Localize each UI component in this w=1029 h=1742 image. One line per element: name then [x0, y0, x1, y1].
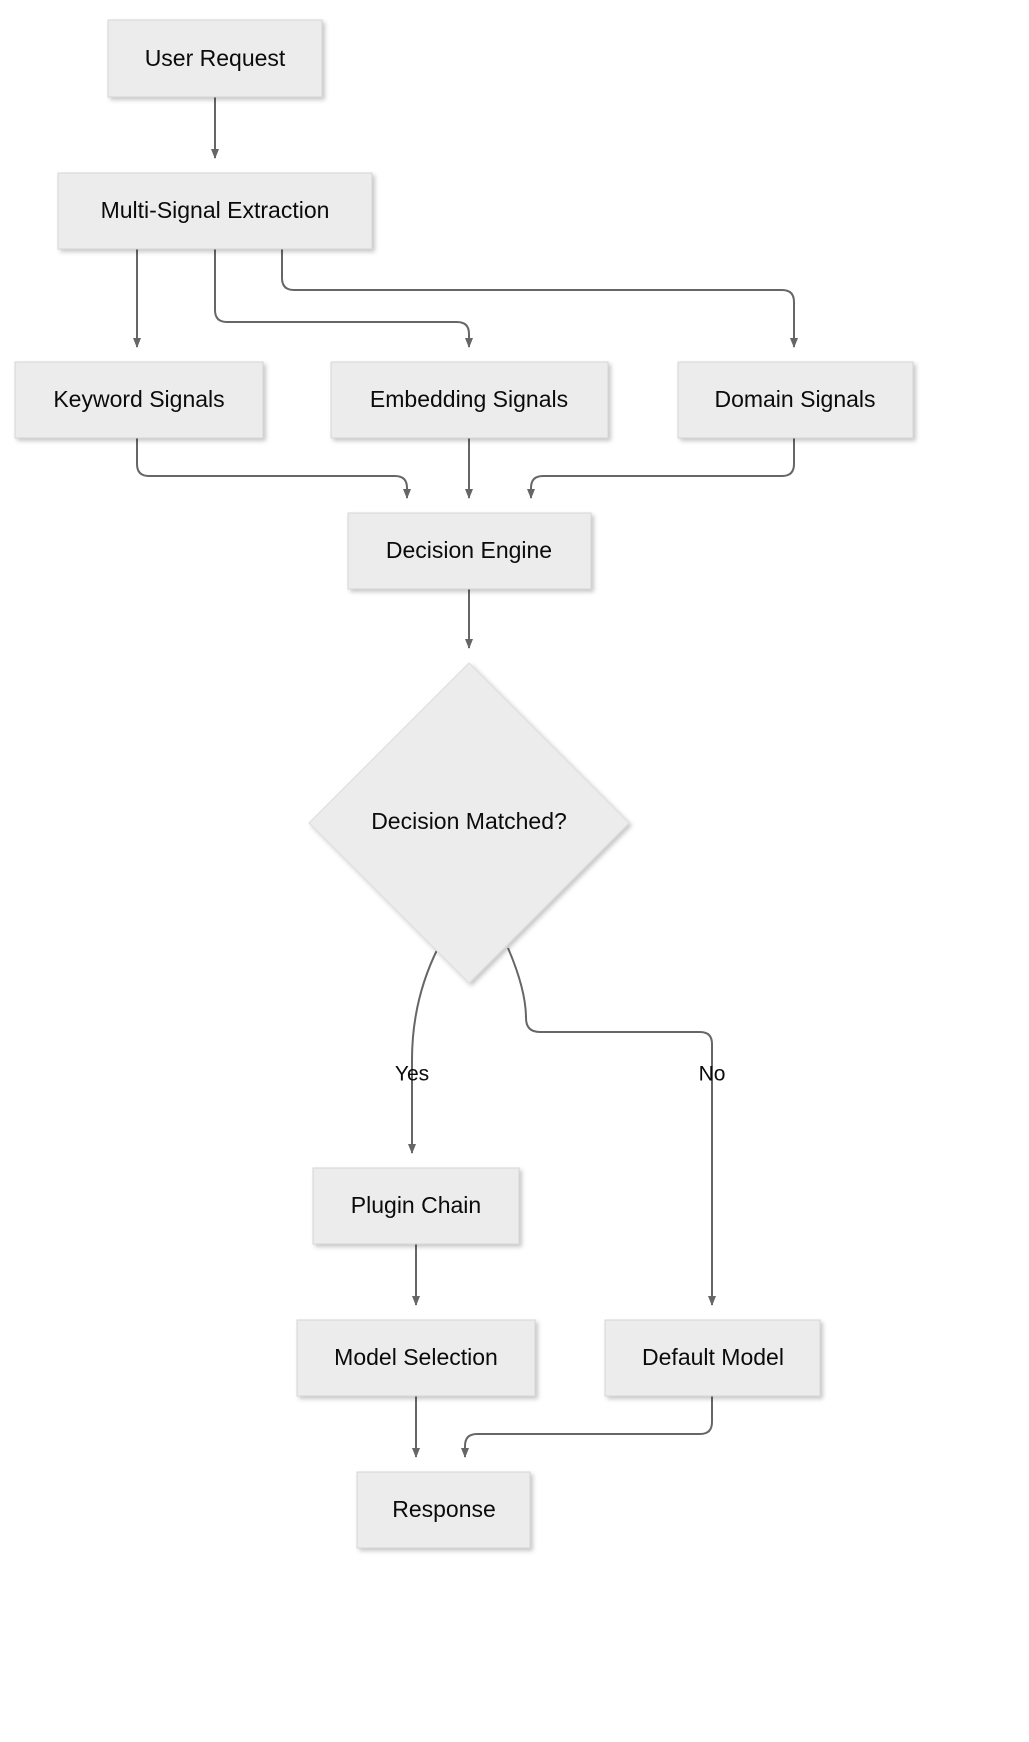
node-default-model[interactable]: Default Model: [604, 1319, 821, 1397]
node-decision-engine[interactable]: Decision Engine: [347, 512, 592, 590]
edge-labels-layer: Yes No: [395, 1063, 726, 1086]
node-decision-matched-shape[interactable]: [308, 662, 630, 984]
node-default-model-shape[interactable]: [604, 1319, 821, 1397]
node-embedding-signals[interactable]: Embedding Signals: [330, 361, 609, 439]
edge-multi-signal-to-embedding-signals: [214, 249, 473, 348]
edge-default-model-to-response: [461, 1396, 713, 1458]
edge-decision-matched-to-plugin-chain: [408, 947, 439, 1154]
node-multi-signal-extraction[interactable]: Multi-Signal Extraction: [57, 172, 373, 250]
node-model-selection-shape[interactable]: [296, 1319, 536, 1397]
node-response-shape[interactable]: [356, 1471, 531, 1549]
node-decision-engine-shape[interactable]: [347, 512, 592, 590]
edges-layer: [133, 97, 798, 1458]
node-domain-signals[interactable]: Domain Signals: [677, 361, 914, 439]
node-plugin-chain[interactable]: Plugin Chain: [312, 1167, 520, 1245]
node-plugin-chain-shape[interactable]: [312, 1167, 520, 1245]
node-keyword-signals-shape[interactable]: [14, 361, 264, 439]
node-user-request[interactable]: User Request: [107, 19, 323, 98]
node-user-request-shape[interactable]: [107, 19, 323, 98]
edge-domain-signals-to-decision-engine: [527, 438, 795, 499]
node-response[interactable]: Response: [356, 1471, 531, 1549]
node-decision-matched[interactable]: Decision Matched?: [308, 662, 630, 984]
node-domain-signals-shape[interactable]: [677, 361, 914, 439]
node-multi-signal-extraction-shape[interactable]: [57, 172, 373, 250]
edge-keyword-signals-to-decision-engine: [136, 438, 411, 499]
node-model-selection[interactable]: Model Selection: [296, 1319, 536, 1397]
node-keyword-signals[interactable]: Keyword Signals: [14, 361, 264, 439]
edge-multi-signal-to-domain-signals: [281, 249, 798, 348]
edge-decision-matched-to-default-model: [507, 947, 716, 1306]
node-embedding-signals-shape[interactable]: [330, 361, 609, 439]
nodes-layer: User Request Multi-Signal Extraction Key…: [14, 19, 914, 1549]
